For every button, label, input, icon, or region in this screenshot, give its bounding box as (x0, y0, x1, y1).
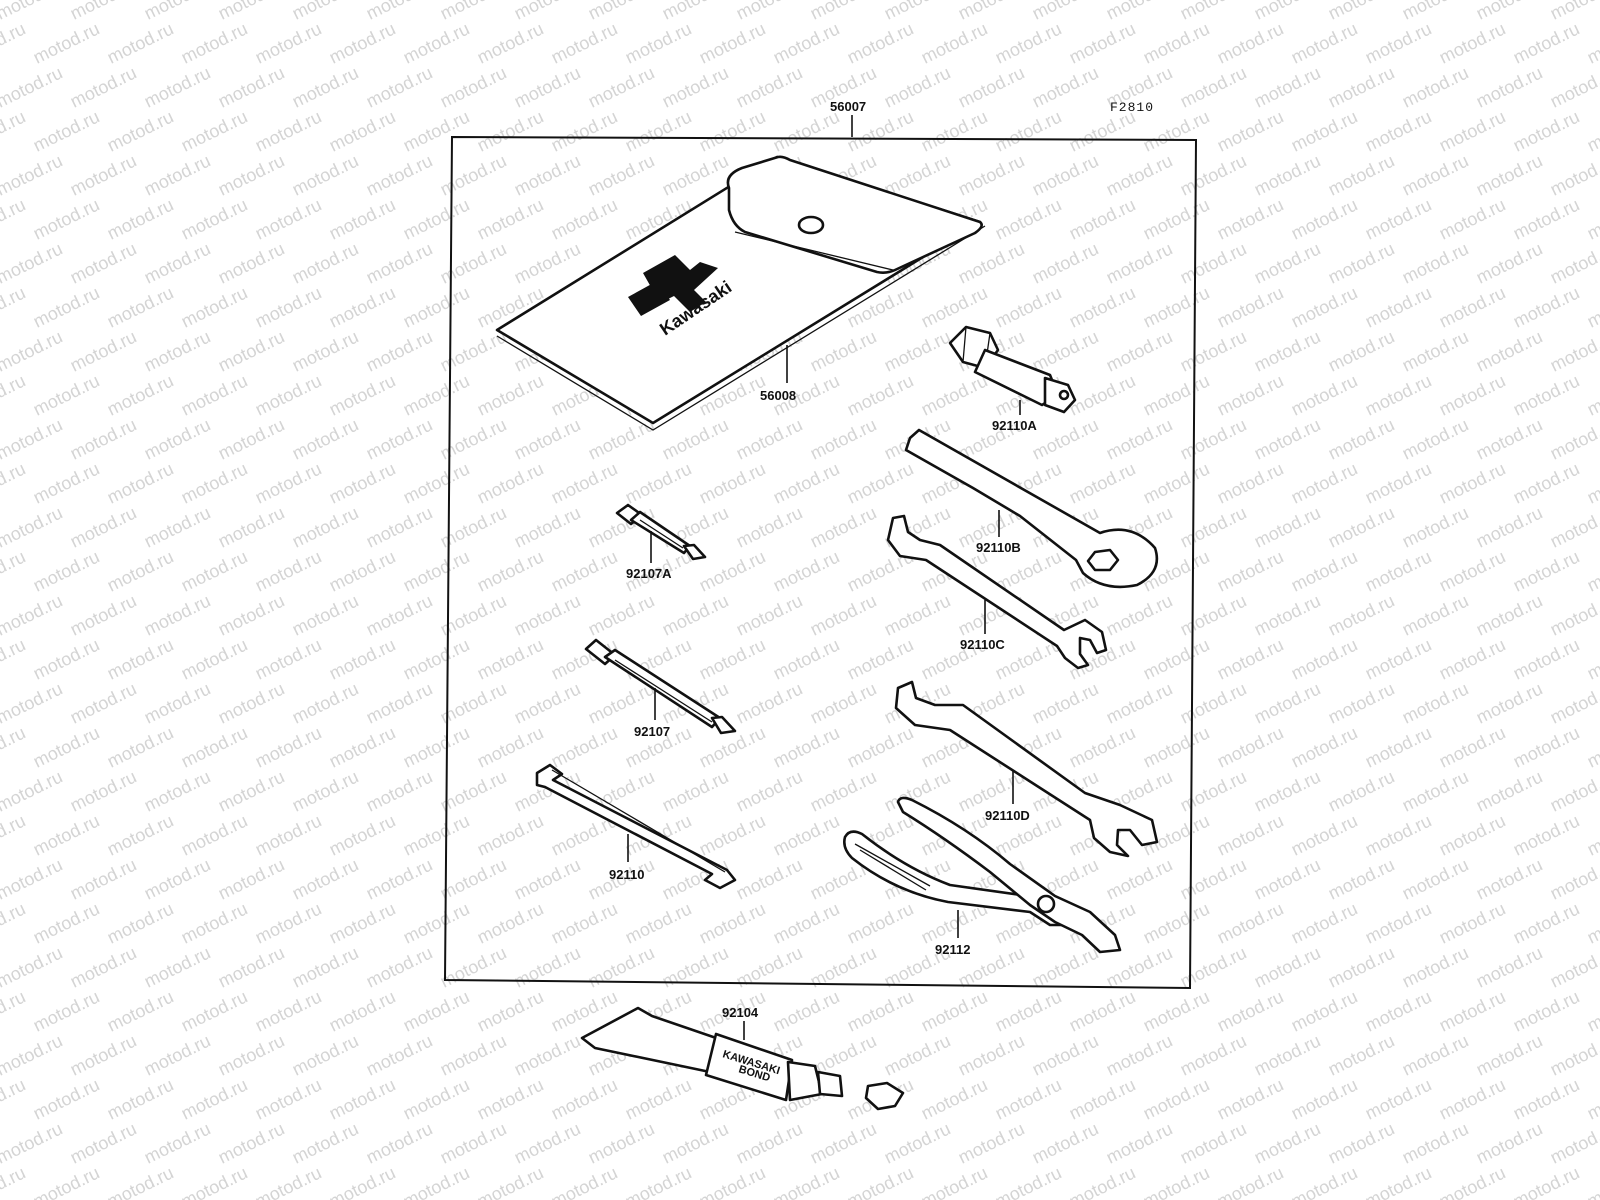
open-wrench-d-part-label: 92110D (985, 808, 1030, 823)
pliers (843, 796, 1122, 954)
socket-wrench-a-part-label: 92110A (992, 418, 1037, 433)
kit-part-label: 56007 (830, 99, 866, 114)
bond-tube: KAWASAKI BOND (580, 1006, 905, 1111)
screwdriver (584, 638, 737, 735)
open-wrench-c-part-label: 92110C (960, 637, 1005, 652)
socket-wrench-a (948, 325, 1077, 414)
ring-spanner-part-label: 92110B (976, 540, 1021, 555)
open-wrench-d (894, 680, 1159, 858)
screwdriver-bit-a (615, 503, 707, 561)
kit-frame (443, 135, 1198, 990)
snap-button-icon (797, 215, 825, 235)
bond-tube-part-label: 92104 (722, 1005, 759, 1020)
pliers-part-label: 92112 (935, 942, 970, 957)
spoke-wrench-part-label: 92110 (609, 867, 644, 882)
ring-spanner (904, 428, 1159, 589)
pouch-part-label: 56008 (760, 388, 796, 403)
figure-code: F2810 (1110, 100, 1154, 115)
tool-pouch: Kawasaki (495, 155, 986, 431)
screwdriver-bit-a-part-label: 92107A (626, 566, 672, 581)
spoke-wrench (535, 763, 737, 890)
open-wrench-c (886, 514, 1108, 670)
screwdriver-part-label: 92107 (634, 724, 670, 739)
